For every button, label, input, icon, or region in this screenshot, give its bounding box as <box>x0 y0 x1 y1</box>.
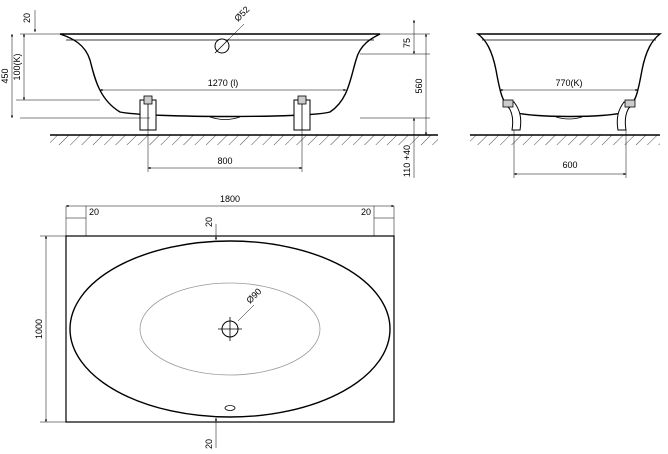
dim-800: 800 <box>217 156 232 166</box>
dim-1000: 1000 <box>34 319 44 339</box>
dim-560: 560 <box>414 78 424 93</box>
front-floor <box>50 134 438 145</box>
dim-1270: 1270 (l) <box>208 78 239 88</box>
side-view: 770(K) 600 <box>470 33 663 178</box>
side-leg-left <box>502 99 522 131</box>
front-drain <box>209 116 241 120</box>
dim-100k: 100(K) <box>12 53 22 80</box>
plan-tub-bottom <box>139 282 321 376</box>
front-view: 20 450 100(K) Ø52 1270 (l) 800 75 560 11… <box>0 4 438 178</box>
dim-20-right: 20 <box>361 207 371 217</box>
dim-20-top: 20 <box>204 217 214 227</box>
dim-1800: 1800 <box>220 194 240 204</box>
dim-drain-52: Ø52 <box>232 4 251 23</box>
dim-20-bottom: 20 <box>204 439 214 449</box>
dim-110: 110 +40 <box>402 145 412 177</box>
dim-600: 600 <box>562 160 577 170</box>
dim-20-front: 20 <box>22 13 32 23</box>
front-tub-outline <box>59 33 381 118</box>
plan-view: Ø90 1800 20 20 20 20 1000 <box>34 194 395 449</box>
dim-450: 450 <box>0 68 10 83</box>
dim-770k: 770(K) <box>555 78 582 88</box>
plan-tub-ellipse <box>69 240 391 418</box>
side-floor <box>470 134 660 145</box>
front-leg-left <box>139 95 157 131</box>
front-overflow <box>214 38 230 54</box>
front-leg-right <box>293 95 311 131</box>
dim-75: 75 <box>402 38 412 48</box>
side-tub-outline <box>475 33 663 118</box>
dim-20-left: 20 <box>89 207 99 217</box>
plan-overflow <box>224 405 236 411</box>
side-leg-right <box>616 99 636 131</box>
plan-drain <box>218 317 242 341</box>
